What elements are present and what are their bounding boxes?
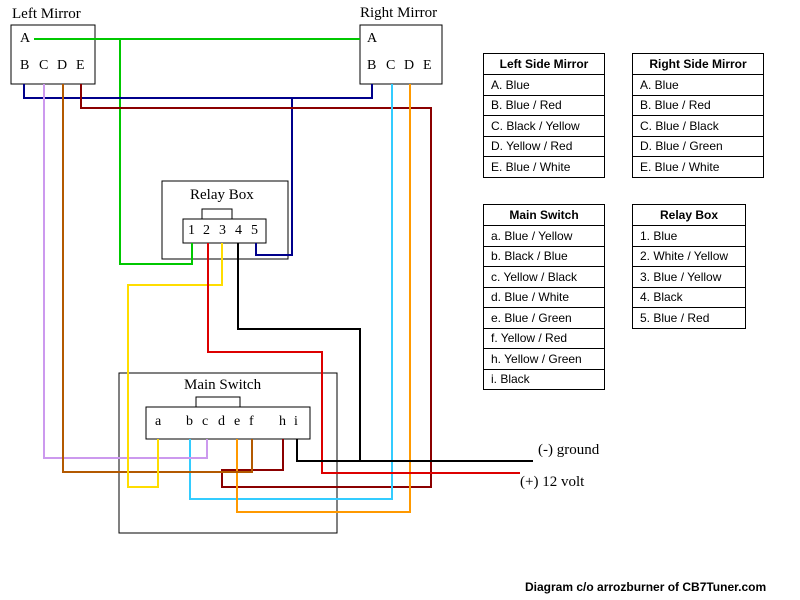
relay-box-table: Relay Box 1. Blue 2. White / Yellow 3. B… xyxy=(632,204,746,329)
ground-label: (-) ground xyxy=(538,442,600,458)
wire-cyan xyxy=(189,84,393,500)
relay-pin-3: 3 xyxy=(219,223,226,238)
relay-pin-1: 1 xyxy=(188,223,195,238)
table-row: h. Yellow / Green xyxy=(483,348,605,370)
left-mirror-label: Left Mirror xyxy=(12,6,81,22)
switch-pin-c: c xyxy=(202,414,209,429)
table-row: B. Blue / Red xyxy=(632,94,764,116)
relay-pin-2: 2 xyxy=(203,223,210,238)
main-switch-outline xyxy=(118,372,338,534)
main-switch-table: Main Switch a. Blue / Yellow b. Black / … xyxy=(483,204,605,390)
table-row: 4. Black xyxy=(632,286,746,308)
table-row: D. Yellow / Red xyxy=(483,135,605,157)
table-row: a. Blue / Yellow xyxy=(483,225,605,247)
table-row: E. Blue / White xyxy=(483,156,605,178)
left-mirror-box xyxy=(10,24,96,85)
left-mirror-pin-d: D xyxy=(57,58,68,73)
switch-pin-i: i xyxy=(294,414,298,429)
table-row: c. Yellow / Black xyxy=(483,266,605,288)
table-row: D. Blue / Green xyxy=(632,135,764,157)
twelve-volt-label: (+) 12 volt xyxy=(520,474,585,490)
table-row: i. Black xyxy=(483,368,605,390)
table-row: b. Black / Blue xyxy=(483,245,605,267)
table-row: 1. Blue xyxy=(632,225,746,247)
table-row: f. Yellow / Red xyxy=(483,327,605,349)
wire-yellow xyxy=(127,243,223,488)
table-title: Main Switch xyxy=(483,204,605,226)
table-title: Right Side Mirror xyxy=(632,53,764,75)
right-mirror-pin-b: B xyxy=(367,58,377,73)
right-mirror-pin-e: E xyxy=(423,58,432,73)
right-mirror-label: Right Mirror xyxy=(360,5,438,21)
right-mirror-pin-a: A xyxy=(367,31,378,46)
table-row: 5. Blue / Red xyxy=(632,307,746,329)
left-mirror-pin-a: A xyxy=(20,31,31,46)
table-row: 2. White / Yellow xyxy=(632,245,746,267)
wire-black xyxy=(237,243,533,462)
right-mirror-pin-d: D xyxy=(404,58,415,73)
relay-pin-4: 4 xyxy=(235,223,242,238)
diagram-credit: Diagram c/o arrozburner of CB7Tuner.com xyxy=(525,580,767,594)
table-row: E. Blue / White xyxy=(632,156,764,178)
table-title: Left Side Mirror xyxy=(483,53,605,75)
left-mirror-pin-c: C xyxy=(39,58,49,73)
table-row: B. Blue / Red xyxy=(483,94,605,116)
relay-box-outline xyxy=(161,180,289,260)
left-mirror-pin-b: B xyxy=(20,58,30,73)
switch-pin-e: e xyxy=(234,414,241,429)
table-row: e. Blue / Green xyxy=(483,307,605,329)
table-row: 3. Blue / Yellow xyxy=(632,266,746,288)
wire-navy-relay xyxy=(255,98,293,256)
table-title: Relay Box xyxy=(632,204,746,226)
wire-orange xyxy=(236,84,411,513)
left-side-mirror-table: Left Side Mirror A. Blue B. Blue / Red C… xyxy=(483,53,605,178)
table-row: A. Blue xyxy=(632,74,764,96)
wire-lavender xyxy=(43,84,208,459)
right-mirror-pin-c: C xyxy=(386,58,396,73)
right-mirror-box xyxy=(359,24,443,85)
left-mirror-pin-e: E xyxy=(76,58,85,73)
relay-connector-tab xyxy=(201,208,233,220)
table-row: A. Blue xyxy=(483,74,605,96)
relay-pin-5: 5 xyxy=(251,223,258,238)
table-row: C. Blue / Black xyxy=(632,115,764,137)
switch-pin-h: h xyxy=(279,414,286,429)
wire-green-relay xyxy=(119,39,193,265)
switch-pin-f: f xyxy=(249,414,254,429)
relay-box-label: Relay Box xyxy=(190,187,254,203)
right-side-mirror-table: Right Side Mirror A. Blue B. Blue / Red … xyxy=(632,53,764,178)
switch-pin-b: b xyxy=(186,414,193,429)
table-row: C. Black / Yellow xyxy=(483,115,605,137)
switch-pin-d: d xyxy=(218,414,225,429)
main-switch-connector-tab xyxy=(195,396,241,408)
table-row: d. Blue / White xyxy=(483,286,605,308)
wire-navy xyxy=(23,84,373,99)
switch-pin-a: a xyxy=(155,414,162,429)
wire-red xyxy=(207,243,520,474)
wire-black-switch xyxy=(296,439,360,462)
main-switch-label: Main Switch xyxy=(184,377,262,393)
wire-maroon xyxy=(80,84,432,488)
